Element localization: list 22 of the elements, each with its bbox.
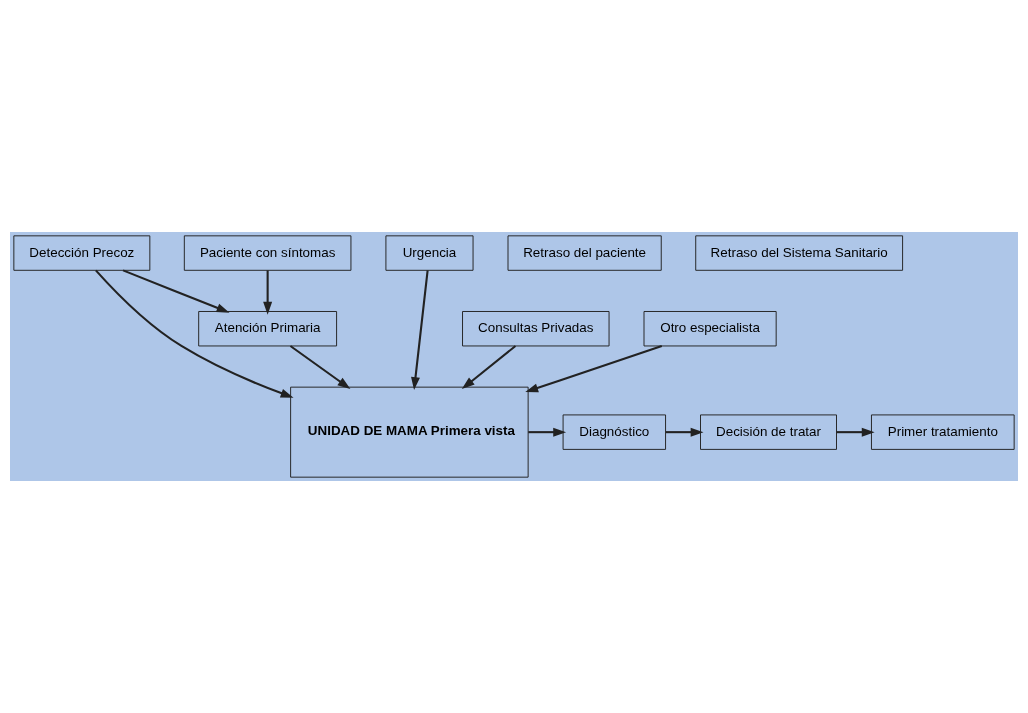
node-box: Detección Precoz (13, 235, 151, 271)
arrow (461, 345, 517, 390)
node-box: UNIDAD DE MAMA Primera vista (290, 386, 529, 478)
node-box: Atención Primaria (198, 311, 338, 347)
node-box: Retraso del Sistema Sanitario (695, 235, 904, 271)
arrow (411, 270, 429, 390)
arrow (95, 269, 294, 398)
arrow (836, 427, 875, 437)
arrow (289, 345, 351, 389)
node-box: Decisión de tratar (700, 414, 837, 450)
arrow (122, 269, 230, 313)
node-box: Consultas Privadas (462, 311, 610, 347)
arrow (263, 270, 273, 315)
arrow (665, 427, 704, 437)
node-box: Primer tratamiento (871, 414, 1015, 450)
node-box: Diagnóstico (562, 414, 667, 450)
arrow (528, 427, 567, 437)
node-box: Otro especialista (643, 311, 777, 347)
node-box: Paciente con síntomas (183, 235, 352, 271)
node-box: Urgencia (385, 235, 474, 271)
arrow (525, 345, 663, 393)
node-box: Retraso del paciente (507, 235, 662, 271)
